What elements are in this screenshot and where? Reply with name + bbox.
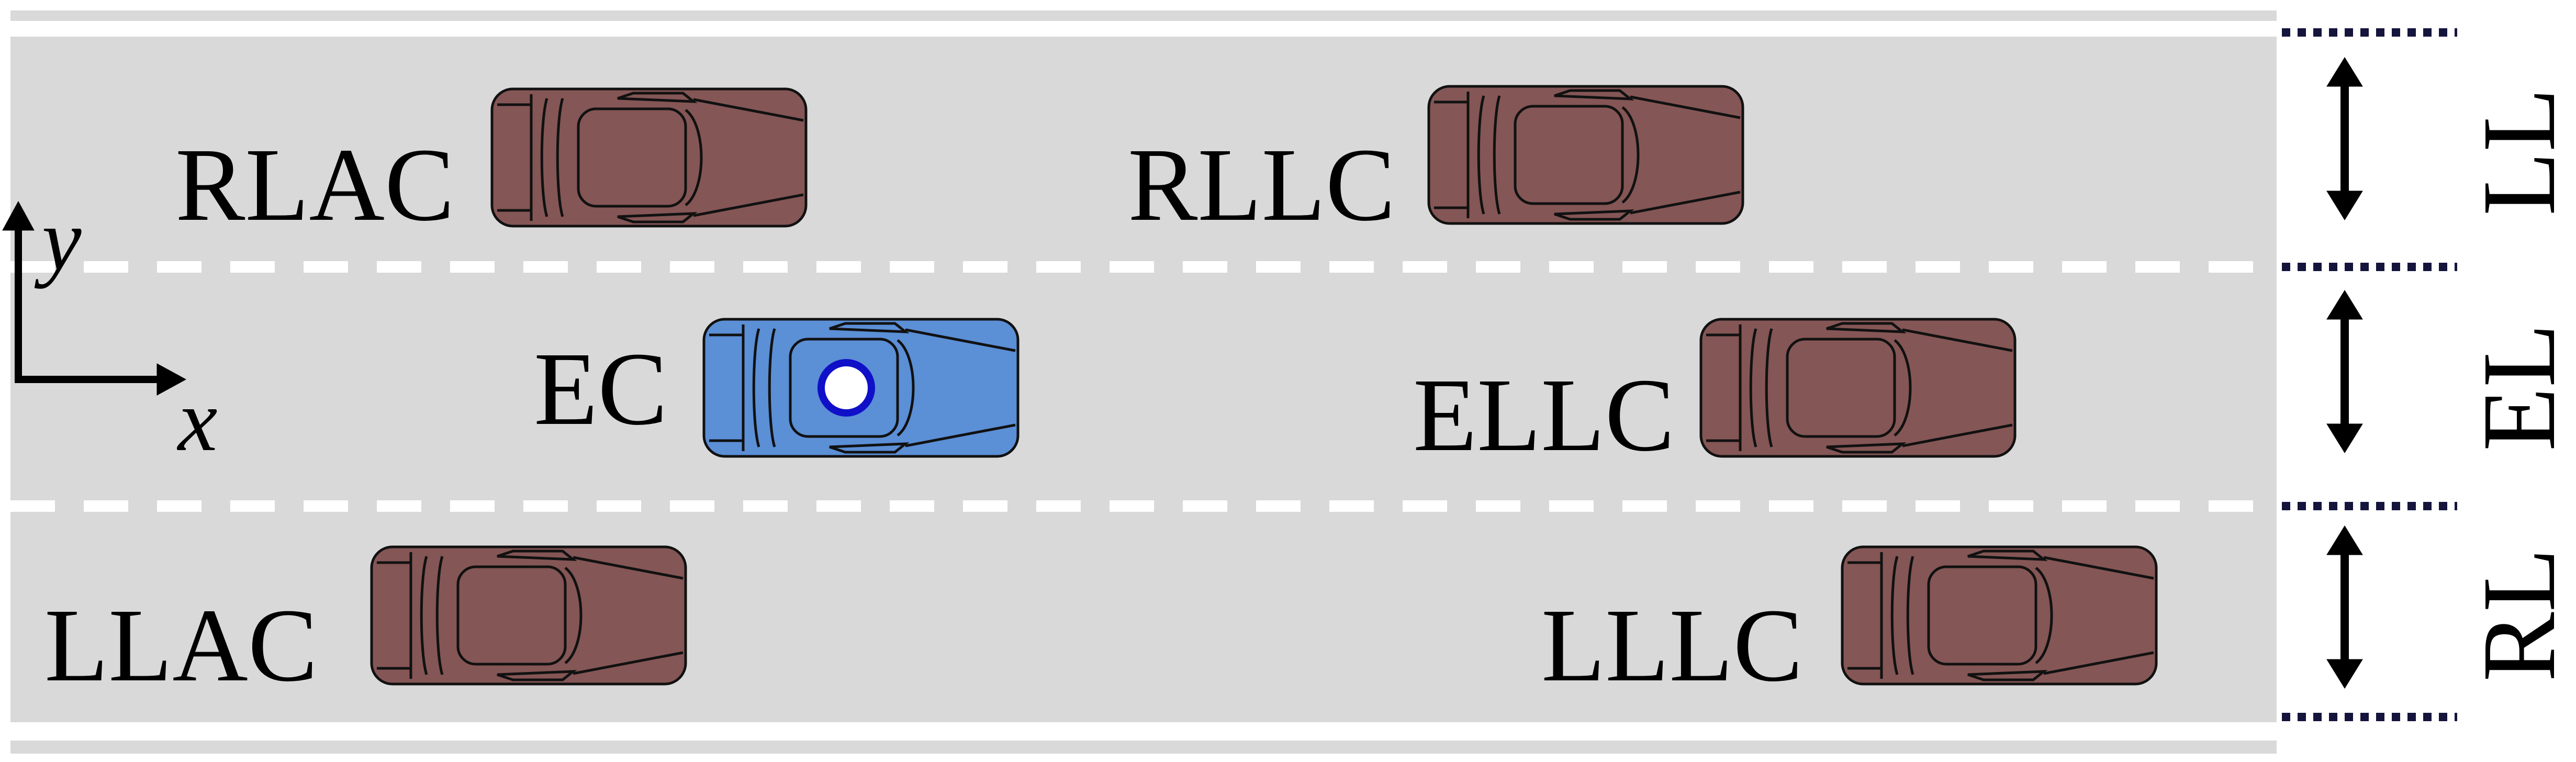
lane-width-arrow-rl	[2327, 526, 2362, 688]
car-ellc	[1701, 319, 2015, 456]
lane-label-el: EL	[2461, 323, 2576, 451]
lane-boundary-markers	[2282, 28, 2457, 721]
car-rlac	[492, 89, 806, 226]
car-llac	[372, 547, 686, 684]
car-label-lllc: LLLC	[1541, 588, 1803, 703]
lane-width-arrow-ll	[2327, 58, 2362, 220]
ego-marker	[817, 359, 875, 417]
y-axis-label: y	[34, 190, 82, 289]
car-label-ellc: ELLC	[1413, 357, 1675, 473]
lane-width-arrow-el	[2327, 290, 2362, 453]
car-label-rllc: RLLC	[1128, 127, 1395, 243]
bottom-road-edge	[10, 741, 2277, 754]
car-ec	[704, 319, 1018, 456]
x-axis-label: x	[176, 371, 217, 469]
car-label-ec: EC	[534, 331, 668, 447]
coordinate-axes	[2, 200, 187, 396]
lane-label-rl: RL	[2461, 548, 2576, 682]
car-rllc	[1429, 86, 1743, 223]
car-lllc	[1842, 547, 2156, 684]
car-label-llac: LLAC	[44, 588, 318, 703]
x-axis-arrowhead	[156, 363, 187, 396]
car-label-rlac: RLAC	[175, 127, 454, 243]
y-axis-arrowhead	[2, 200, 35, 231]
top-road-edge	[10, 10, 2277, 21]
lane-label-ll: LL	[2461, 88, 2576, 216]
